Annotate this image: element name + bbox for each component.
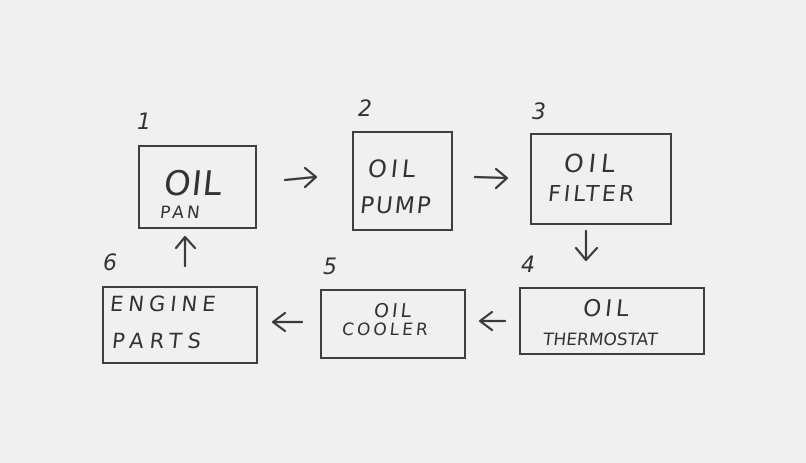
node-number-oil-filter: 3 — [532, 100, 546, 125]
node-oil-pump: OIL PUMP — [352, 131, 453, 231]
node-number-oil-cooler: 5 — [323, 255, 337, 280]
node-oil-cooler: OIL COOLER — [320, 289, 466, 359]
node-oil-cooler-line1: OIL — [372, 300, 416, 322]
node-oil-pump-line2: PUMP — [358, 193, 434, 219]
node-number-oil-thermostat: 4 — [521, 253, 535, 278]
node-engine-parts-line2: PARTS — [110, 329, 209, 353]
node-engine-parts-line1: ENGINE — [108, 292, 222, 316]
node-oil-filter-line1: OIL — [562, 149, 622, 178]
arrow-oil-pump-to-oil-filter — [473, 167, 509, 190]
arrow-oil-filter-to-oil-thermostat — [574, 229, 599, 262]
node-oil-thermostat-line1: OIL — [581, 296, 635, 322]
node-engine-parts: ENGINE PARTS — [102, 286, 258, 364]
node-oil-thermostat: OIL THERMOSTAT — [519, 287, 705, 355]
arrow-engine-parts-to-oil-pan — [174, 235, 197, 268]
node-number-oil-pump: 2 — [358, 97, 372, 122]
node-oil-pan: OIL PAN — [138, 145, 257, 229]
node-oil-filter: OIL FILTER — [530, 133, 672, 225]
node-number-oil-pan: 1 — [137, 110, 151, 135]
node-oil-cooler-line2: COOLER — [341, 320, 432, 340]
arrow-oil-pan-to-oil-pump — [283, 166, 318, 189]
arrow-oil-thermostat-to-oil-cooler — [478, 310, 507, 332]
arrow-oil-cooler-to-engine-parts — [271, 311, 304, 333]
node-oil-pan-line2: PAN — [159, 203, 204, 223]
node-oil-pump-line1: OIL — [366, 155, 421, 183]
node-oil-filter-line2: FILTER — [546, 182, 639, 207]
node-oil-thermostat-line2: THERMOSTAT — [542, 330, 659, 350]
node-number-engine-parts: 6 — [103, 251, 117, 276]
node-oil-pan-line1: OIL — [161, 164, 225, 204]
